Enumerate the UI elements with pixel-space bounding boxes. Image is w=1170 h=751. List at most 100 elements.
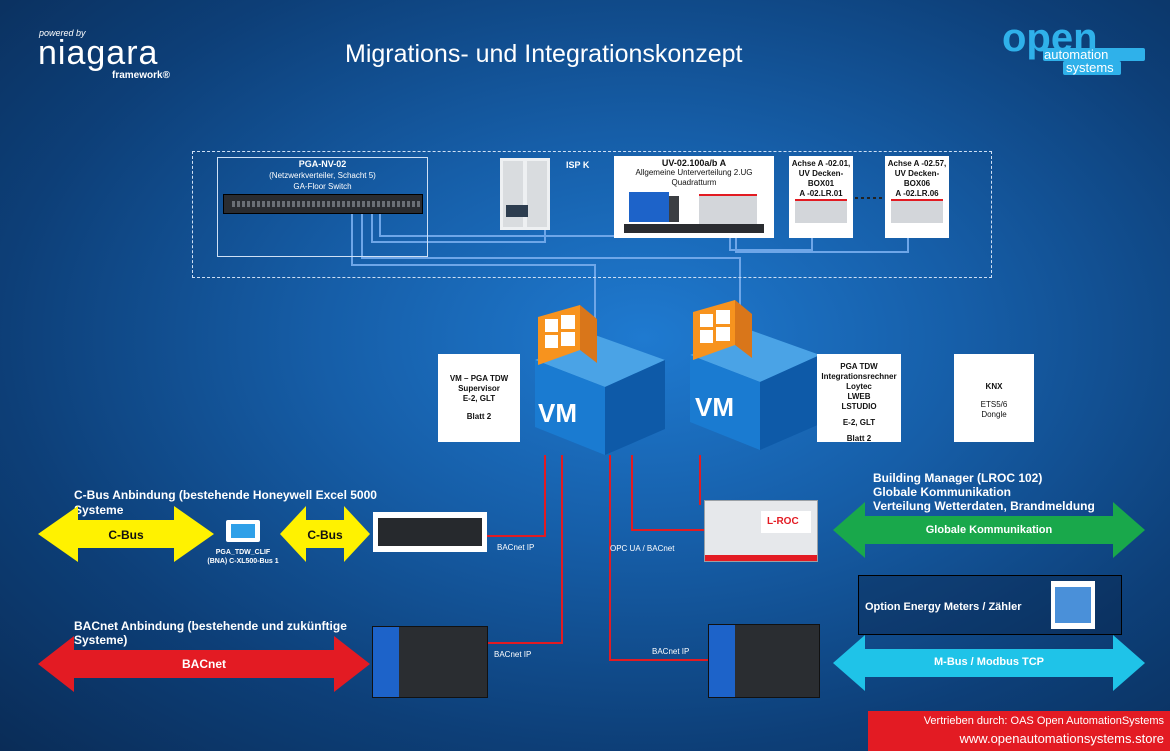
achse2-box: Achse A -02.57, UV Decken-BOX06 A -02.LR… (885, 156, 949, 238)
logo-systems: systems (1066, 60, 1114, 75)
knx-line2: ETS5/6 (980, 400, 1008, 409)
achse1-io-module (795, 199, 847, 223)
vm2-info-line6: E-2, GLT (842, 418, 876, 427)
clif-label-line2: (BNA) C-XL500-Bus 1 (207, 558, 279, 565)
lroc-terminal-strip (705, 555, 817, 561)
bacnet-ip-label-1: BACnet IP (497, 543, 535, 552)
mbus-arrow (833, 635, 1145, 691)
logo-bar-automation (1043, 48, 1145, 61)
pga-switch-panel: PGA-NV-02 (Netzwerkverteiler, Schacht 5)… (217, 157, 428, 257)
logo-bar-systems (1063, 61, 1121, 75)
niagara-logo: niagara (38, 34, 159, 72)
knx-line1: KNX (985, 382, 1003, 391)
bacnet-controller-right-side (709, 625, 735, 697)
ga-floor-switch-device (223, 194, 423, 214)
isp-label: ISP K (566, 160, 590, 170)
cbus-heading-line2: Systeme (74, 503, 124, 517)
bacnet-controller-left-side (373, 627, 399, 697)
line-vm-lroc (631, 455, 704, 531)
vm2-info-line1: PGA TDW (840, 362, 878, 371)
achse1-box: Achse A -02.01, UV Decken-BOX01 A -02.LR… (789, 156, 853, 238)
achse1-line1: Achse A -02.01, (791, 159, 851, 168)
vm1-info-line3: E-2, GLT (462, 394, 496, 403)
vm1-info-line2: Supervisor (458, 384, 500, 393)
uv-line2: Quadratturm (671, 178, 717, 187)
cbus-arrow-right (280, 506, 370, 562)
uv-line1: Allgemeine Unterverteilung 2.UG (635, 168, 753, 177)
bacnet-controller-left (372, 626, 488, 698)
vm2-info-line5: LSTUDIO (841, 402, 877, 411)
pga-title: PGA-NV-02 (298, 159, 347, 169)
powered-by-text: powered by (39, 28, 86, 38)
bacnet-heading-line1: BACnet Anbindung (bestehende und zukünft… (74, 619, 347, 633)
achse1-line2: UV Decken-BOX01 (798, 169, 844, 188)
pga-switch-label: GA-Floor Switch (293, 182, 352, 191)
bacnet-ip-label-2: BACnet IP (494, 650, 532, 659)
clif-label-line1: PGA_TDW_CLIF (215, 549, 271, 556)
line-vm-bacnet-right (609, 455, 708, 661)
ipc-device-body (378, 518, 482, 546)
cbus-arrow-right-label: C-Bus (307, 528, 343, 542)
footer-line1: Vertrieben durch: OAS Open AutomationSys… (923, 715, 1164, 727)
achse2-line3: A -02.LR.06 (895, 189, 939, 198)
opc-ua-label: OPC UA / BACnet (610, 544, 675, 553)
vm2-info-box: PGA TDW Integrationsrechner Loytec LWEB … (817, 354, 901, 443)
vm1-info-line1: VM – PGA TDW (449, 374, 509, 383)
vm1-info-box: VM – PGA TDW Supervisor E-2, GLT Blatt 2 (438, 354, 520, 442)
lroc-brand: L-ROC (767, 516, 799, 527)
energy-meter-label: Option Energy Meters / Zähler (865, 601, 1022, 613)
bm-line3: Verteilung Wetterdaten, Brandmeldung (873, 499, 1095, 513)
global-communication-label: Globale Kommunikation (925, 524, 1053, 536)
cbus-arrow-left-label: C-Bus (108, 528, 144, 542)
achse2-io-module (891, 199, 943, 223)
niagara-framework-text: framework® (112, 70, 170, 81)
isp-cabinet (500, 158, 550, 230)
knx-box: KNX ETS5/6 Dongle (954, 354, 1034, 442)
lroc-badge (761, 511, 811, 533)
ipc-device (373, 512, 487, 552)
uv-controller-blue (629, 192, 669, 222)
lroc-device: L-ROC (704, 500, 818, 562)
isp-door-right (527, 161, 547, 227)
line-switch-vm2 (361, 213, 741, 345)
line-switch-vm1 (351, 213, 596, 345)
clif-device-face (231, 524, 255, 538)
cbus-heading-line1: C-Bus Anbindung (bestehende Honeywell Ex… (74, 488, 377, 502)
uv-controller-dark (669, 196, 679, 222)
vm2-info-line3: Loytec (846, 382, 872, 391)
vm1-info-line4: Blatt 2 (466, 412, 492, 421)
bacnet-heading-line2: Systeme) (74, 633, 128, 647)
line-vm1-bacnet (487, 455, 563, 644)
mbus-arrow-label: M-Bus / Modbus TCP (934, 656, 1044, 668)
line-vm1-ipc (487, 455, 546, 537)
isp-door-left (503, 161, 523, 227)
energy-meter-box: Option Energy Meters / Zähler (858, 575, 1122, 635)
uv-io-module (699, 194, 757, 224)
vm2-label: VM (695, 392, 734, 422)
bm-line1: Building Manager (LROC 102) (873, 471, 1043, 485)
knx-line3: Dongle (981, 410, 1007, 419)
clif-device (226, 520, 260, 542)
footer-banner: Vertrieben durch: OAS Open AutomationSys… (868, 711, 1170, 751)
vm2-info-line7: Blatt 2 (846, 434, 872, 443)
vm2-info-line2: Integrationsrechner (821, 372, 897, 381)
uv-distribution-box: UV-02.100a/b A Allgemeine Unterverteilun… (614, 156, 774, 238)
pga-subtitle: (Netzwerkverteiler, Schacht 5) (269, 171, 376, 180)
isp-device (506, 205, 528, 217)
cbus-arrow-left (38, 506, 214, 562)
bacnet-ip-label-3: BACnet IP (652, 647, 690, 656)
achse2-line2: UV Decken-BOX06 (894, 169, 940, 188)
achse1-line3: A -02.LR.01 (799, 189, 843, 198)
vm2-info-line4: LWEB (847, 392, 871, 401)
bacnet-controller-right (708, 624, 820, 698)
global-communication-arrow (833, 502, 1145, 558)
achse2-line1: Achse A -02.57, (887, 159, 947, 168)
network-zone (192, 151, 992, 278)
footer-line2: www.openautomationsystems.store (959, 731, 1164, 746)
vm1-cube-icon (535, 305, 665, 455)
energy-meter-device-face (1055, 587, 1091, 623)
bacnet-arrow (38, 636, 370, 692)
vm2-cube-icon (690, 300, 820, 450)
